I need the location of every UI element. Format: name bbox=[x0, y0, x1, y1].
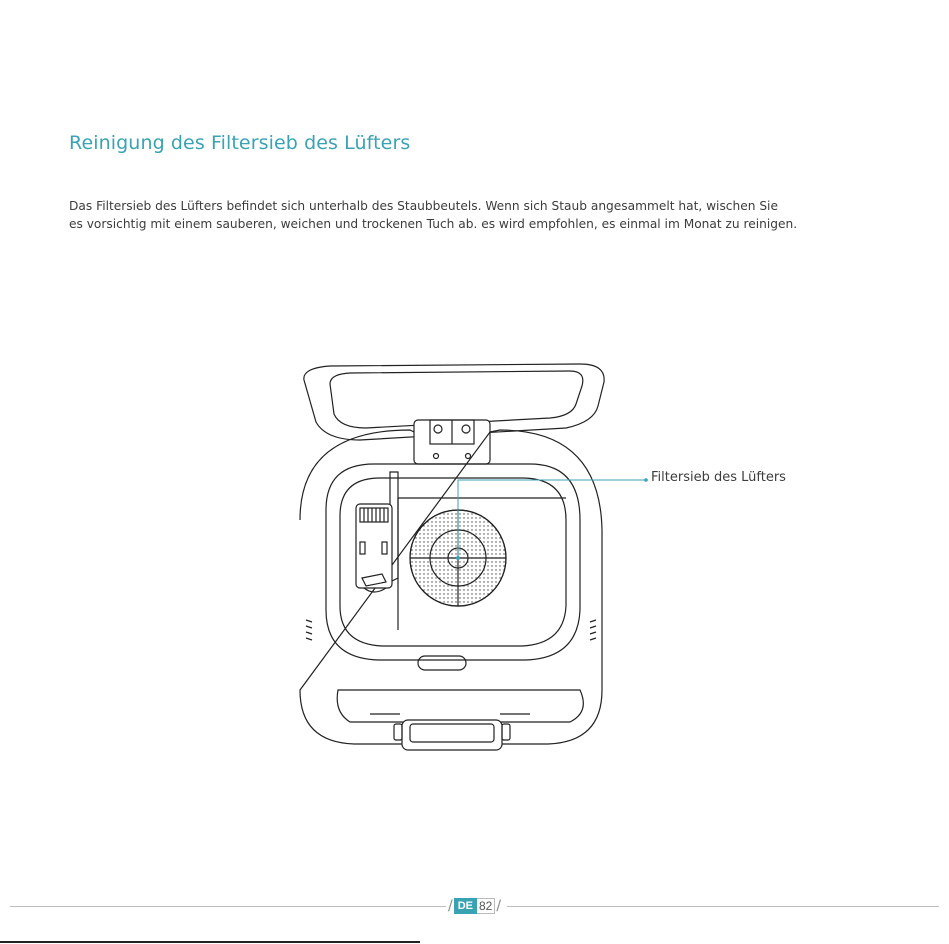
instruction-paragraph: Das Filtersieb des Lüfters befindet sich… bbox=[69, 197, 899, 233]
footer-divider-right bbox=[507, 906, 939, 907]
page-number-badge: / DE 82 / bbox=[447, 897, 502, 915]
footer-divider-left bbox=[10, 906, 446, 907]
slash-decoration: / bbox=[496, 898, 502, 914]
paragraph-line: Das Filtersieb des Lüfters befindet sich… bbox=[69, 199, 778, 213]
paragraph-line: es vorsichtig mit einem sauberen, weiche… bbox=[69, 217, 798, 231]
dust-station-illustration bbox=[299, 363, 648, 751]
page-number: 82 bbox=[477, 898, 496, 914]
section-title: Reinigung des Filtersieb des Lüfters bbox=[69, 132, 411, 154]
fan-filter-callout-label: Filtersieb des Lüfters bbox=[651, 470, 786, 485]
bottom-edge-rule bbox=[0, 941, 420, 943]
slash-decoration: / bbox=[448, 898, 453, 914]
callout-leader-line bbox=[456, 478, 648, 560]
language-code: DE bbox=[453, 898, 477, 914]
